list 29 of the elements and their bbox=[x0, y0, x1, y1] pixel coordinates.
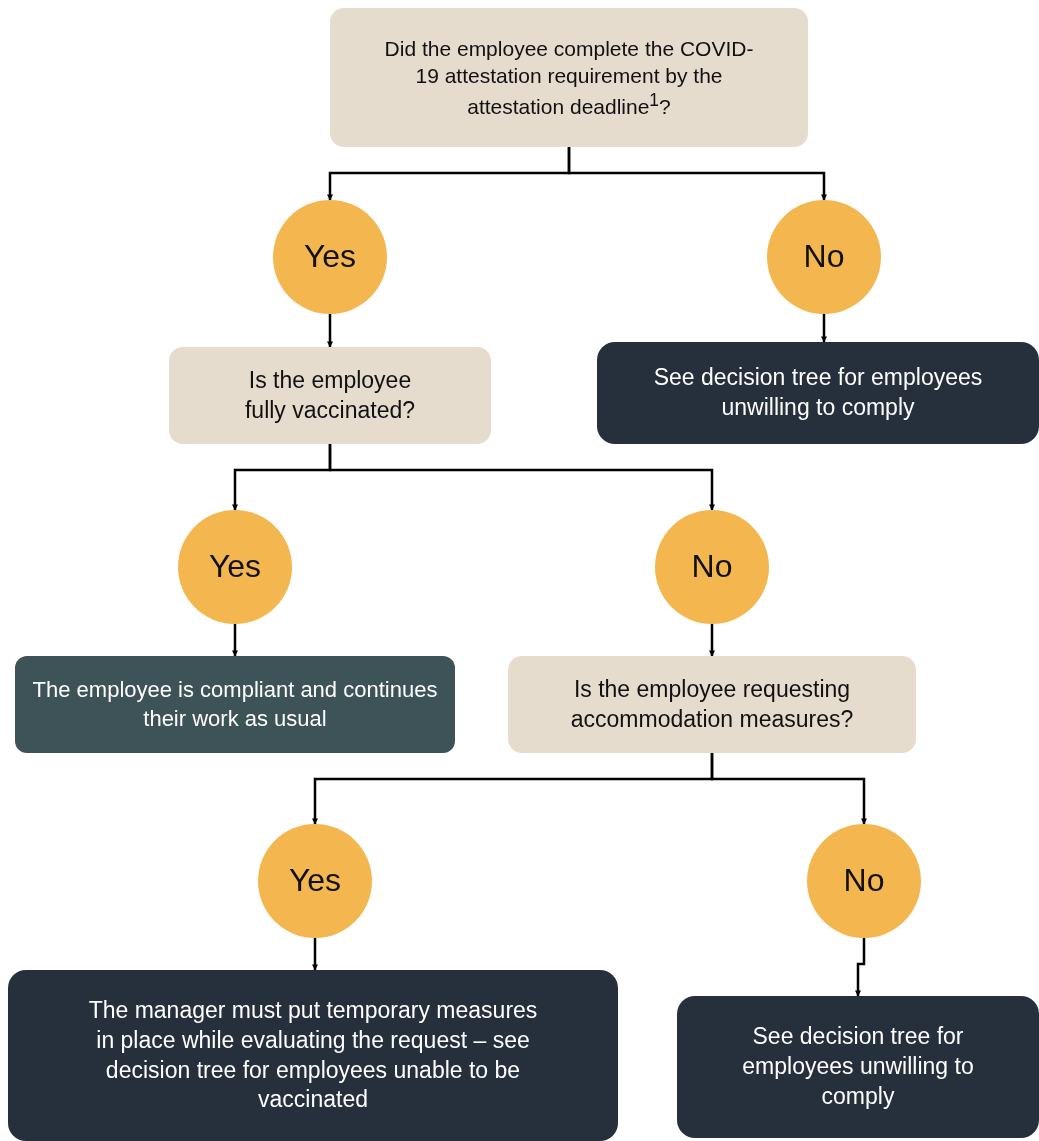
node-text: See decision tree for employees unwilling to comply bbox=[741, 1022, 975, 1111]
arrow bbox=[709, 624, 715, 657]
arrow bbox=[710, 753, 867, 825]
answer-label: No bbox=[691, 547, 733, 587]
question-box bbox=[330, 8, 808, 147]
outcome-box bbox=[677, 996, 1039, 1138]
node-text: Did the employee complete the COVID-19 attestation requirement by the attestation deadline$^{1}$? bbox=[383, 35, 755, 121]
node-text: See decision tree for employees unwilling to comply bbox=[652, 363, 984, 422]
arrow bbox=[232, 624, 238, 657]
question-box bbox=[169, 347, 491, 444]
arrow bbox=[855, 938, 866, 997]
node-text: Is the employee fully vaccinated? bbox=[243, 365, 416, 425]
result-box bbox=[15, 656, 455, 753]
answer-label: No bbox=[803, 237, 845, 277]
answer-label: No bbox=[843, 861, 885, 901]
answer-label: Yes bbox=[288, 861, 342, 901]
answer-label: Yes bbox=[208, 547, 262, 587]
node-text: Is the employee requesting accommodation measures? bbox=[569, 674, 855, 734]
arrow bbox=[567, 147, 827, 201]
question-box bbox=[508, 656, 916, 753]
node-text: The manager must put temporary measures in place while evaluating the request – see decision tree for employees unable to be vaccinated bbox=[87, 995, 539, 1115]
outcome-box bbox=[8, 970, 618, 1141]
arrow bbox=[327, 314, 333, 348]
arrow bbox=[328, 444, 715, 511]
outcome-box bbox=[597, 342, 1039, 444]
answer-label: Yes bbox=[303, 237, 357, 277]
node-text: The employee is compliant and continues their work as usual bbox=[31, 675, 439, 733]
arrow bbox=[312, 938, 318, 971]
arrow bbox=[821, 314, 827, 343]
